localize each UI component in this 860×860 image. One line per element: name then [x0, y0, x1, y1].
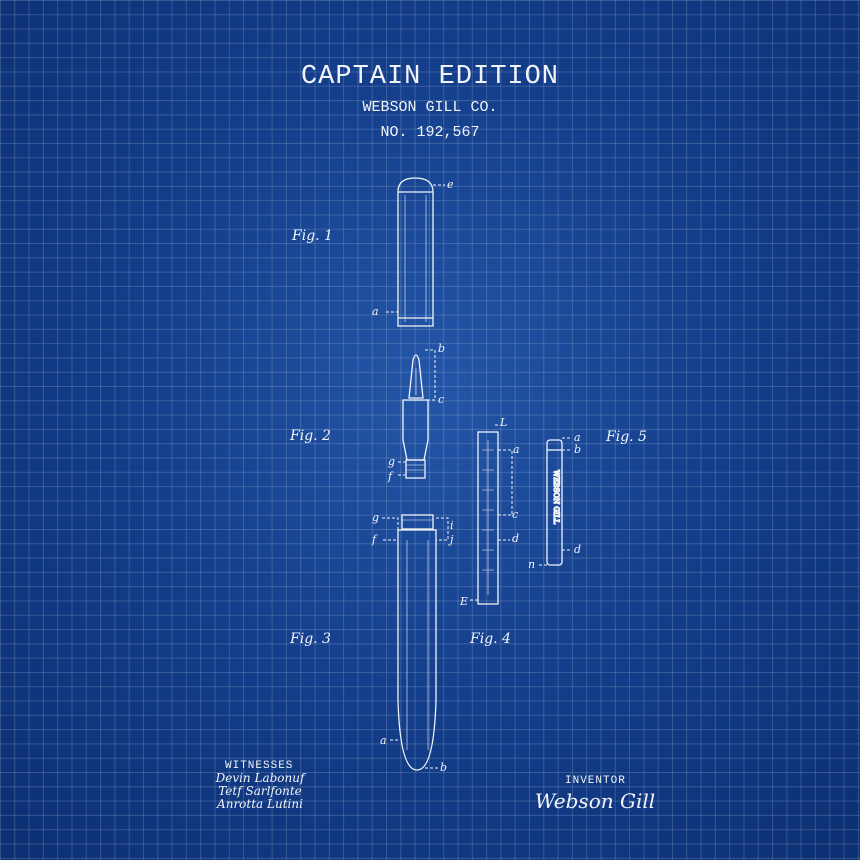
svg-text:b: b	[574, 443, 581, 456]
svg-text:d: d	[574, 543, 581, 556]
svg-text:E: E	[459, 595, 468, 608]
fig-3-label: Fig. 3	[290, 631, 331, 647]
part-labels: e a b c g f g f i j a b L a c d E a b d …	[371, 178, 581, 774]
cap-drawing	[397, 177, 434, 327]
witness-3: Anrotta Lutini	[217, 797, 303, 811]
svg-text:a: a	[513, 443, 520, 456]
witness-signatures: Devin Labonuf Tetf Sarlfonte Anrotta Lut…	[190, 772, 330, 811]
fig-5-label: Fig. 5	[606, 429, 647, 445]
svg-text:i: i	[450, 519, 454, 532]
svg-text:f: f	[371, 533, 378, 546]
witness-1: Devin Labonuf	[215, 771, 305, 785]
witness-2: Tetf Sarlfonte	[218, 784, 302, 798]
svg-text:a: a	[574, 431, 581, 444]
svg-text:b: b	[438, 342, 445, 355]
converter-drawing	[477, 431, 499, 605]
svg-text:g: g	[372, 511, 379, 524]
svg-text:c: c	[512, 508, 518, 521]
patent-number: NO. 192,567	[380, 124, 480, 141]
svg-text:b: b	[440, 761, 447, 774]
fig-2-label: Fig. 2	[290, 428, 331, 444]
inventor-heading: INVENTOR	[565, 775, 626, 787]
svg-text:a: a	[380, 734, 387, 747]
fig-1-label: Fig. 1	[292, 228, 333, 244]
svg-text:j: j	[447, 533, 454, 546]
engraving-text: WEBSON GILL	[552, 470, 560, 524]
svg-text:c: c	[438, 393, 444, 406]
witnesses-heading: WITNESSES	[225, 760, 294, 772]
svg-text:f: f	[387, 470, 394, 483]
title: CAPTAIN EDITION	[300, 62, 560, 92]
barrel-drawing	[397, 514, 437, 771]
company-name: WEBSON GILL CO.	[362, 99, 498, 116]
nib-section-drawing	[402, 354, 429, 479]
svg-text:L: L	[499, 416, 507, 429]
svg-text:e: e	[447, 178, 454, 191]
svg-text:g: g	[388, 455, 395, 468]
inventor-signature: Webson Gill	[534, 789, 656, 813]
svg-text:d: d	[512, 532, 519, 545]
svg-text:n: n	[528, 558, 535, 571]
cartridge-drawing	[546, 439, 563, 566]
fig-4-label: Fig. 4	[470, 631, 511, 647]
svg-text:a: a	[372, 305, 379, 318]
